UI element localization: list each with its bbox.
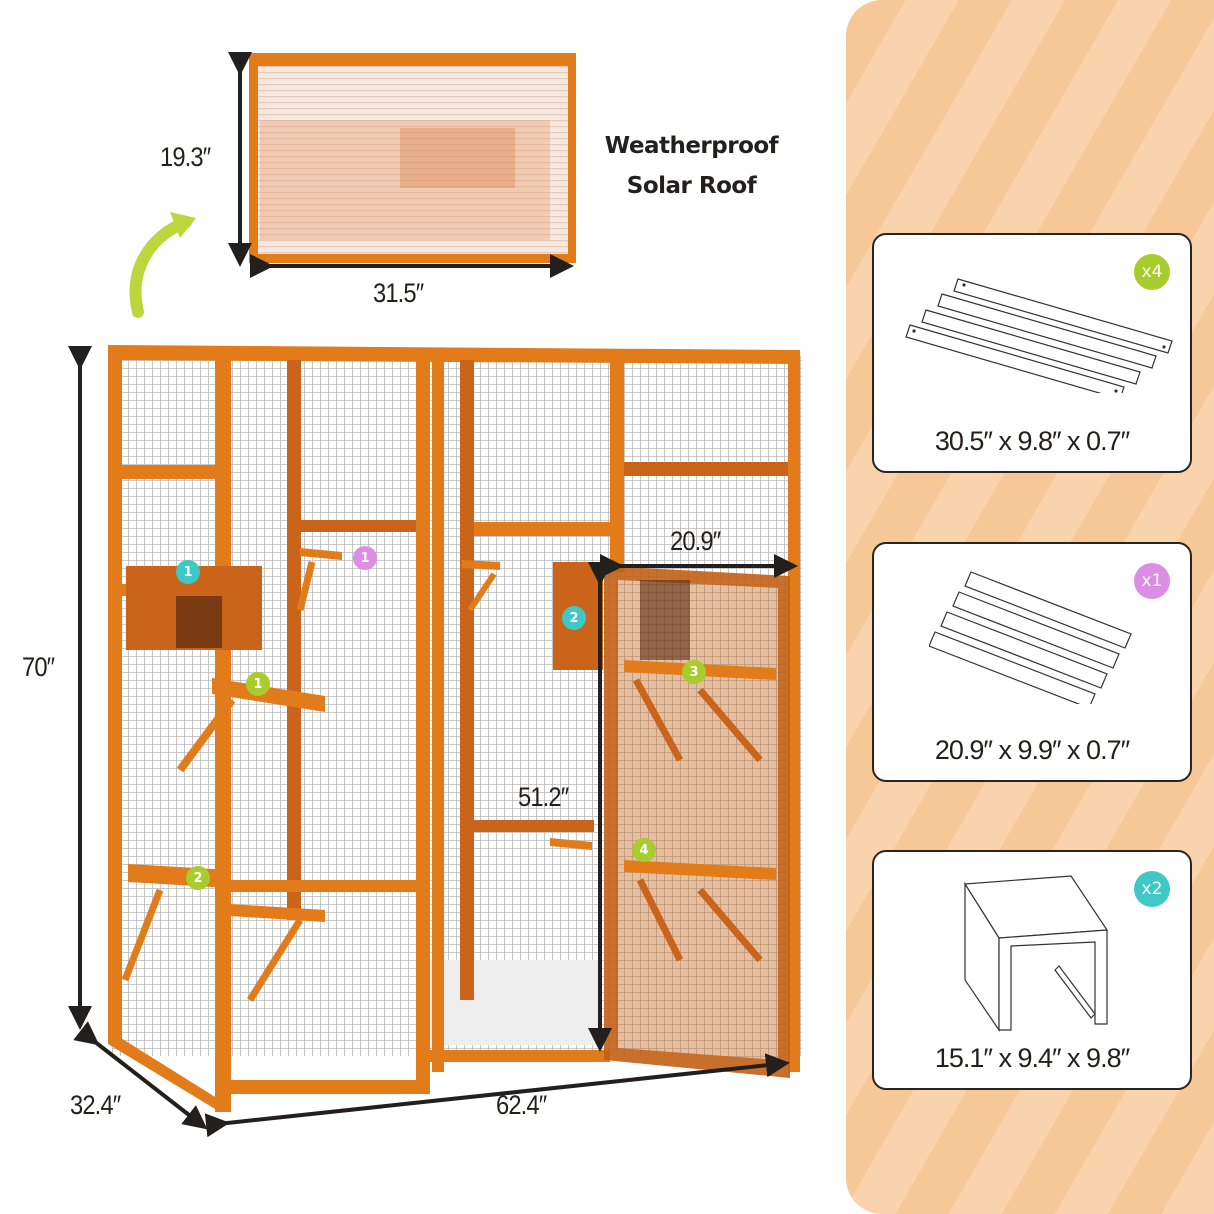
part-card-platform: x4 30.5″ x 9.8″ x 0.7″ — [872, 233, 1192, 473]
door-height-label: 51.2″ — [518, 782, 569, 812]
quantity-badge: x1 — [1134, 563, 1170, 599]
catio-frame — [108, 345, 802, 1112]
marker-platform-4: 4 — [632, 838, 656, 862]
depth-label: 32.4″ — [70, 1090, 121, 1120]
marker-platform-3: 3 — [682, 660, 706, 684]
quantity-badge: x2 — [1134, 871, 1170, 907]
marker-platform-1: 1 — [246, 672, 270, 696]
part-dimensions: 30.5″ x 9.8″ x 0.7″ — [934, 426, 1130, 456]
roof-caption: Weatherproof Solar Roof — [604, 133, 779, 199]
roof-height-label: 19.3″ — [160, 142, 211, 172]
small-platform-boards-icon — [929, 571, 1132, 704]
part-dimensions: 15.1″ x 9.4″ x 9.8″ — [934, 1043, 1130, 1073]
product-illustration — [68, 52, 802, 1138]
width-label: 62.4″ — [496, 1090, 547, 1120]
part-card-house: x2 15.1″ x 9.4″ x 9.8″ — [872, 850, 1192, 1090]
roof-width-label: 31.5″ — [373, 278, 424, 308]
solar-roof-panel — [249, 53, 576, 263]
door-width-label: 20.9″ — [670, 526, 721, 556]
curved-arrow-icon — [129, 216, 192, 318]
marker-small-shelf-1: 1 — [353, 546, 377, 570]
height-label: 70″ — [22, 652, 55, 682]
cat-house-icon — [963, 875, 1109, 1032]
platform-boards-icon — [905, 278, 1173, 393]
part-dimensions: 20.9″ x 9.9″ x 0.7″ — [934, 735, 1130, 765]
quantity-badge: x4 — [1134, 254, 1170, 290]
marker-platform-2: 2 — [186, 866, 210, 890]
marker-house-1: 1 — [176, 560, 200, 584]
marker-house-2: 2 — [562, 606, 586, 630]
part-card-small-platform: x1 20.9″ x 9.9″ x 0.7″ — [872, 542, 1192, 782]
